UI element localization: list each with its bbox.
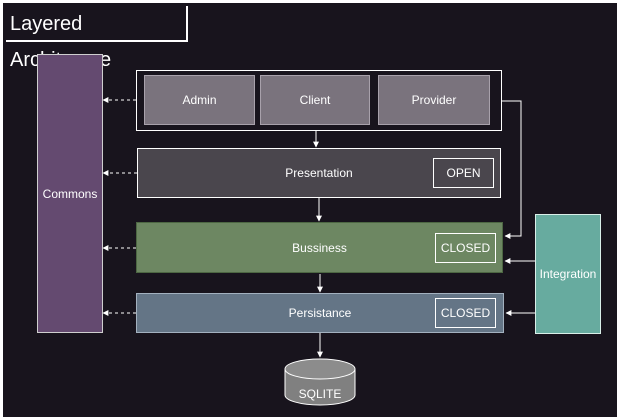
persistence-tag: CLOSED bbox=[435, 298, 496, 328]
presentation-layer: Presentation bbox=[137, 148, 501, 198]
client-box-client: Client bbox=[260, 75, 370, 125]
client-box-provider: Provider bbox=[378, 75, 490, 125]
persistence-label: Persistance bbox=[288, 306, 352, 320]
business-layer: Bussiness bbox=[136, 222, 503, 273]
provider-to-business-arrow bbox=[490, 100, 522, 239]
commons-box: Commons bbox=[37, 54, 103, 333]
client-box-admin: Admin bbox=[144, 75, 255, 125]
business-label: Bussiness bbox=[292, 240, 347, 255]
presentation-tag: OPEN bbox=[433, 158, 494, 188]
integration-box: Integration bbox=[535, 214, 601, 334]
integration-label: Integration bbox=[539, 267, 597, 281]
client-client-label: Client bbox=[299, 93, 331, 107]
persistence-layer: Persistance bbox=[136, 293, 504, 333]
diagram-title: Layered Architecure bbox=[6, 6, 188, 71]
presentation-label: Presentation bbox=[285, 166, 353, 180]
client-admin-label: Admin bbox=[182, 93, 217, 107]
database-label: SQLITE bbox=[298, 387, 342, 401]
business-tag: CLOSED bbox=[435, 233, 496, 263]
diagram-svg bbox=[102, 97, 535, 406]
client-provider-label: Provider bbox=[411, 93, 457, 107]
commons-label: Commons bbox=[42, 186, 98, 201]
diagram-canvas: Layered Architecure Commons Admin Client… bbox=[3, 3, 617, 417]
database-cylinder-icon bbox=[284, 358, 356, 406]
